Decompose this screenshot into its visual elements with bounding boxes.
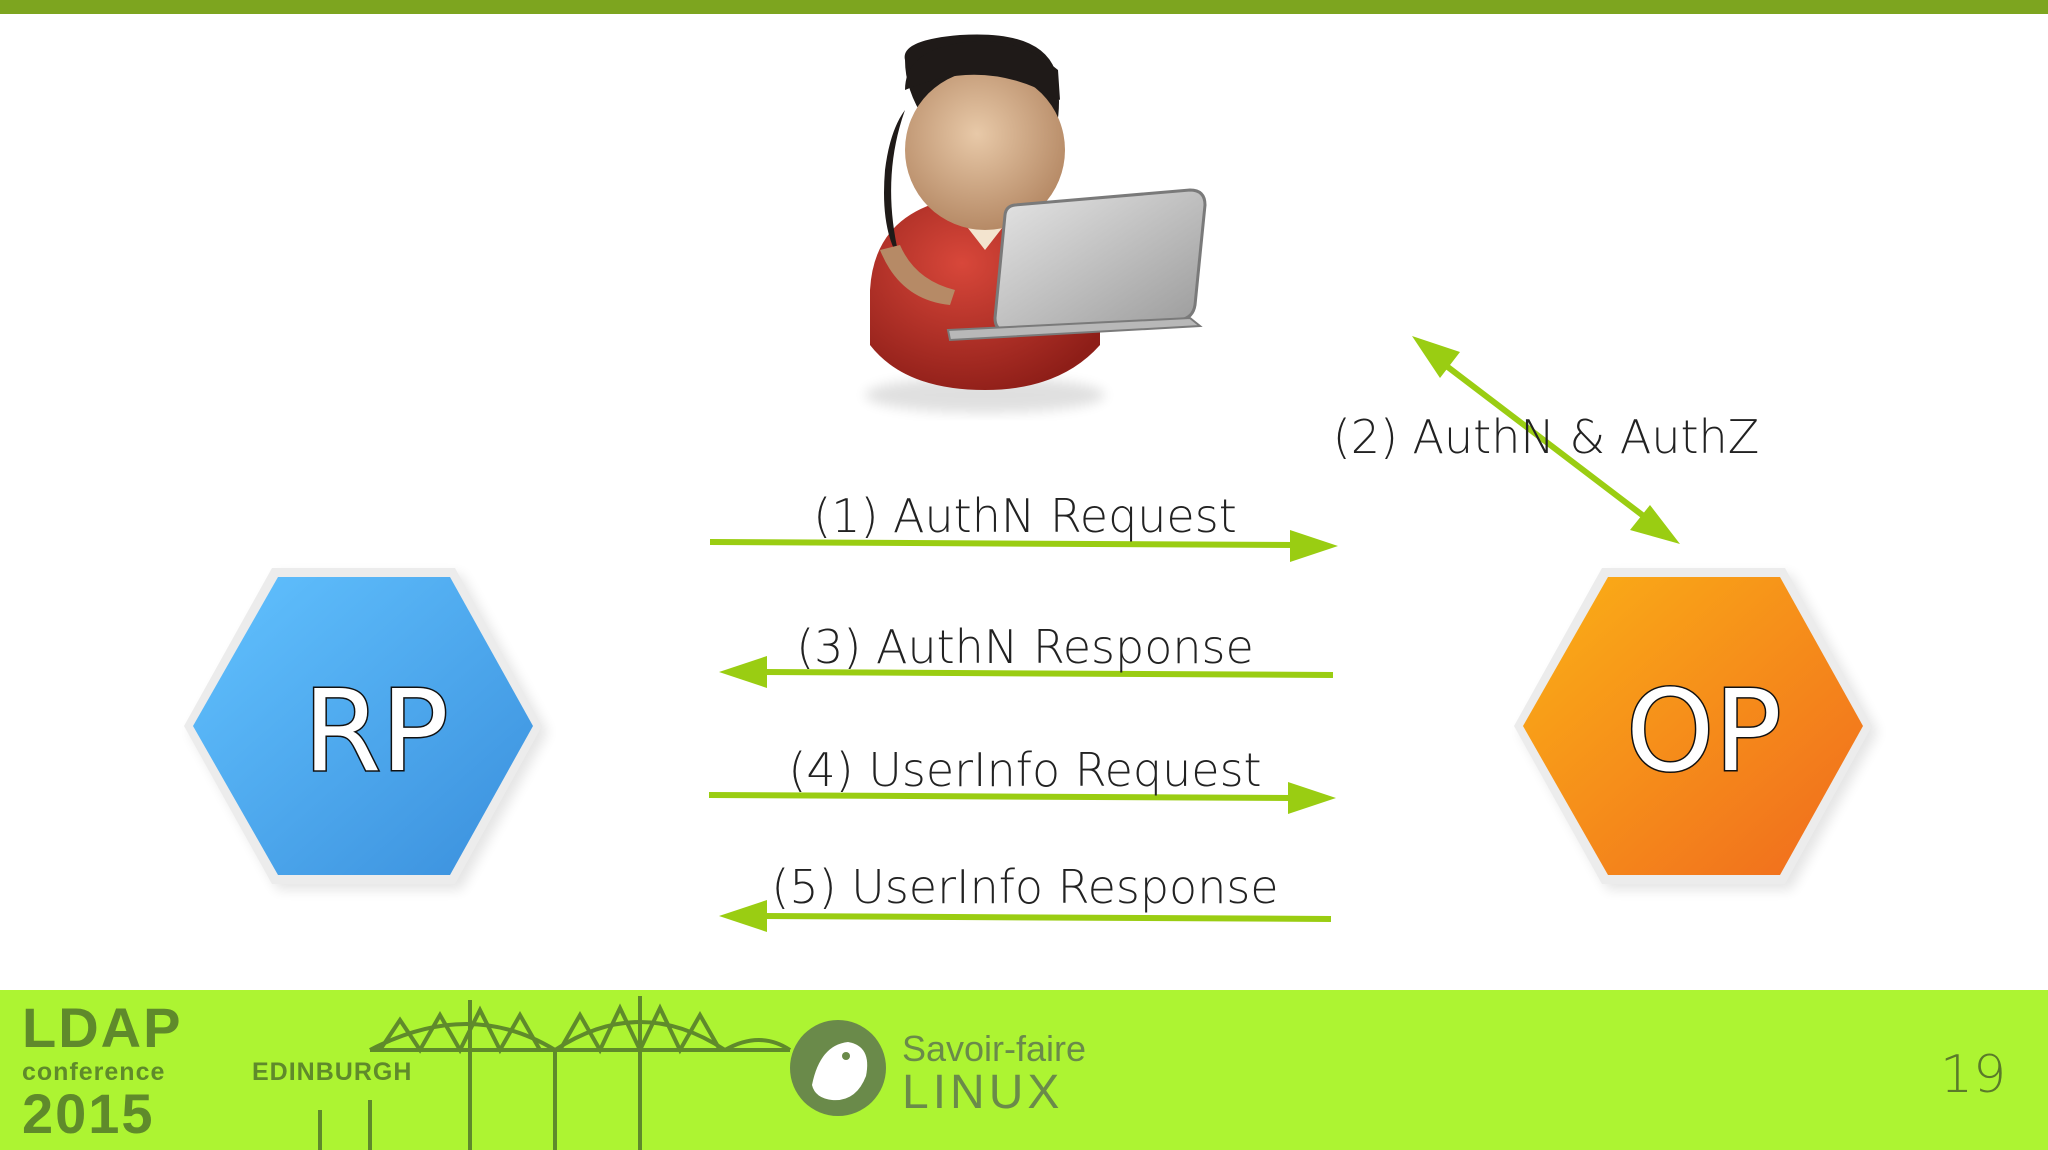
- ldap-logo-city: EDINBURGH: [252, 1058, 413, 1086]
- arrow-userinfo-request: [708, 782, 1336, 814]
- forth-bridge-icon: [318, 996, 886, 1150]
- step1-label: (1) AuthN Request: [813, 489, 1236, 543]
- ldap-logo-year: 2015: [22, 1082, 155, 1145]
- page-number: 19: [1940, 1045, 2007, 1105]
- penguin-logo-icon: [790, 1020, 886, 1116]
- rp-label: RP: [303, 667, 448, 797]
- arrow-authn-request: [709, 530, 1338, 562]
- arrow-userinfo-response: [719, 900, 1332, 932]
- op-node: OP: [1514, 568, 1878, 890]
- step2-label: (2) AuthN & AuthZ: [1333, 410, 1759, 464]
- op-label: OP: [1626, 667, 1782, 797]
- rp-node: RP: [184, 568, 548, 890]
- flow-diagram: RP OP (1) AuthN Request (2) AuthN & Auth…: [184, 34, 1878, 932]
- step3-label: (3) AuthN Response: [796, 620, 1254, 674]
- step5-label: (5) UserInfo Response: [771, 860, 1278, 914]
- ldap-logo-conference: conference: [22, 1058, 166, 1086]
- brand-savoir-faire: Savoir-faire: [902, 1028, 1087, 1069]
- brand-linux: LINUX: [902, 1066, 1064, 1119]
- arrow-authn-response: [719, 656, 1334, 688]
- top-accent-bar: [0, 0, 2048, 14]
- step4-label: (4) UserInfo Request: [788, 743, 1261, 797]
- user-with-laptop-icon: [865, 34, 1207, 413]
- arrow-authn-authz: [1412, 336, 1680, 544]
- ldap-logo-title: LDAP: [22, 996, 183, 1059]
- footer-bar: [0, 990, 2048, 1150]
- laptop-icon: [946, 188, 1207, 342]
